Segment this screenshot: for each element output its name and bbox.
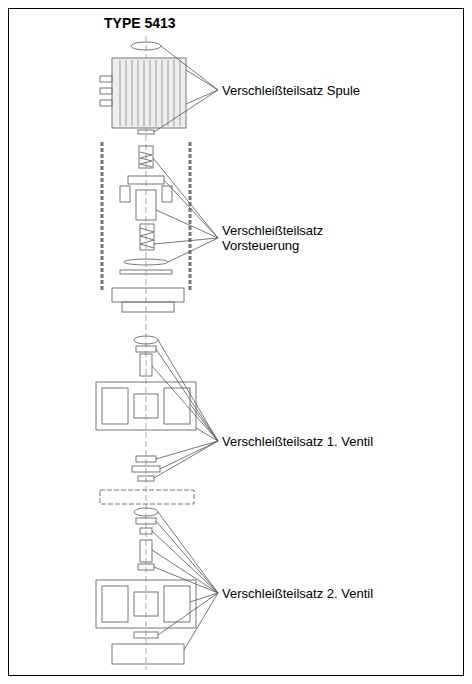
diagram-title: TYPE 5413 (104, 16, 176, 31)
leader-lines (152, 46, 218, 650)
part-kit-label: Verschleißteilsatz Spule (222, 83, 360, 98)
exploded-view (96, 36, 196, 670)
part-kit-label: Verschleißteilsatz Vorsteuerung (222, 223, 347, 253)
frame (9, 9, 464, 676)
part-kit-label: Verschleißteilsatz 1. Ventil (222, 434, 373, 449)
part-kit-label: Verschleißteilsatz 2. Ventil (222, 586, 373, 601)
